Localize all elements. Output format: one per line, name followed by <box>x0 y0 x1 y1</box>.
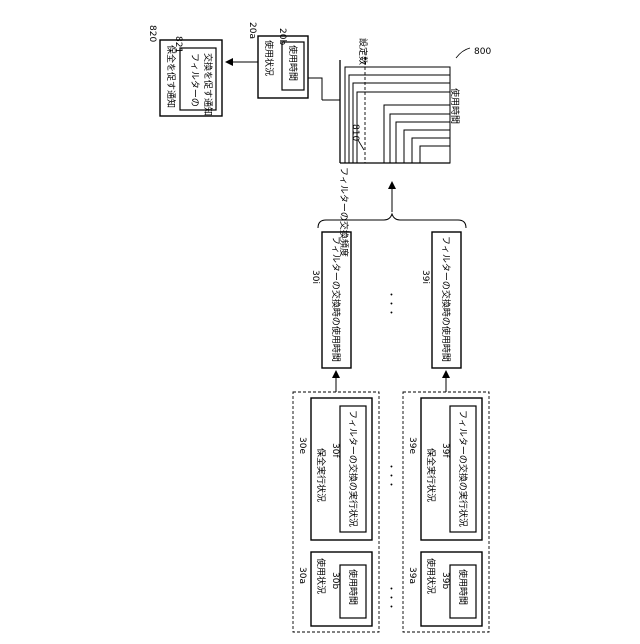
ref-800-leader <box>456 48 470 58</box>
ellipsis-status: ・・・ <box>385 584 395 611</box>
row-39: 39a 使用状況 39b 使用時間 39e 保全実行状況 39f フィルターの交… <box>403 232 489 632</box>
usage-status-label: 使用状況 <box>315 558 327 594</box>
ref-20b: 20b <box>277 28 287 45</box>
usage-status-label: 使用状況 <box>425 558 437 594</box>
ref-30b: 30b <box>330 572 340 589</box>
chart-to-20a-connector <box>308 78 322 100</box>
filter-exec-label: フィルターの交換の実行状況 <box>347 410 359 527</box>
ref-821: 821 <box>173 36 183 53</box>
ref-39e: 39e <box>407 437 417 454</box>
usage-time-label: 使用時間 <box>457 569 469 605</box>
notification-820: 820 保全を促す通知 821 フィルターの 交換を促す通知 <box>147 25 222 116</box>
ref-39a: 39a <box>407 567 417 584</box>
chart-bar-3 <box>353 83 450 163</box>
filter-exec-label: フィルターの交換の実行状況 <box>457 410 469 527</box>
ref-39i: 39i <box>420 270 430 284</box>
ref-30e: 30e <box>297 437 307 454</box>
usage-time-label: 使用時間 <box>287 45 299 81</box>
notification-title: 保全を促す通知 <box>165 45 177 108</box>
row-30: 30a 使用状況 30b 使用時間 30e 保全実行状況 30f フィルターの交… <box>293 232 379 632</box>
threshold-label: 設定数 <box>357 38 369 65</box>
ref-810-leader <box>358 140 364 150</box>
ref-30a: 30a <box>297 567 307 584</box>
maintenance-exec-label: 保全実行状況 <box>425 448 437 502</box>
usage-time-label: 使用時間 <box>347 569 359 605</box>
ellipsis-result: ・・・ <box>385 290 395 317</box>
ref-30f: 30f <box>330 443 340 458</box>
ellipsis-exec: ・・・ <box>385 462 395 489</box>
usage-status-label: 使用状況 <box>263 40 275 76</box>
ref-820: 820 <box>147 25 157 42</box>
current-device-20a: 20a 使用状況 20b 使用時間 <box>247 22 308 98</box>
chart-bar-9 <box>412 138 450 163</box>
maintenance-exec-label: 保全実行状況 <box>315 448 327 502</box>
y-axis-label: フィルターの交換頻度 <box>338 167 350 257</box>
ref-810: 810 <box>350 124 360 141</box>
notification-line2: 交換を促す通知 <box>202 53 214 116</box>
chart-bars <box>345 67 450 163</box>
ref-30i: 30i <box>310 270 320 284</box>
ref-39b: 39b <box>440 572 450 589</box>
ref-20a: 20a <box>247 22 257 39</box>
ref-800: 800 <box>474 47 491 57</box>
chart-bar-1 <box>345 67 450 163</box>
ref-39f: 39f <box>440 443 450 458</box>
chart-bar-10 <box>420 146 450 163</box>
x-axis-label: 使用時間 <box>449 88 461 124</box>
notification-line1: フィルターの <box>189 53 200 107</box>
frequency-chart-810: 設定数 810 フィルターの交換頻度 使用時間 800 <box>338 38 491 257</box>
replacement-time-label: フィルターの交換時の使用時間 <box>440 236 452 362</box>
